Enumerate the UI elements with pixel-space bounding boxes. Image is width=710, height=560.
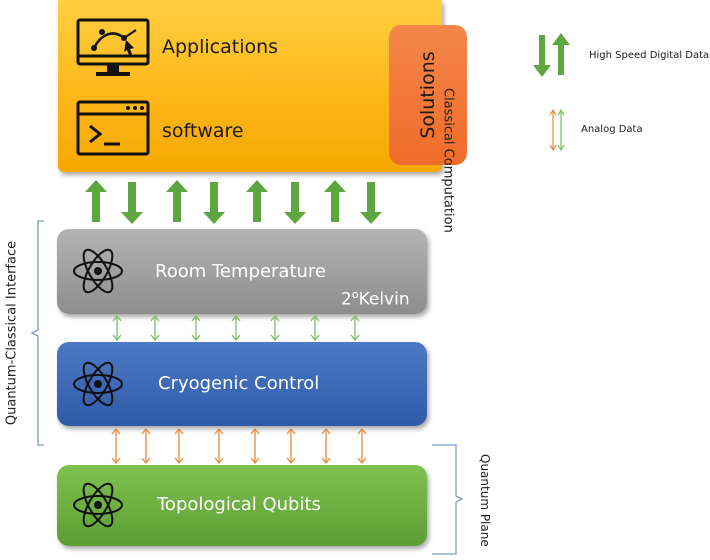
cryogenic-control-box: Cryogenic Control	[57, 342, 427, 426]
software-label: software	[162, 120, 244, 142]
analog-arrow	[270, 314, 280, 342]
digital-arrow-up	[246, 180, 268, 222]
analog-arrow	[321, 427, 331, 465]
legend-digital-arrows-icon	[533, 33, 570, 77]
analog-arrows-lower	[111, 427, 367, 465]
topological-qubits-box: Topological Qubits	[57, 465, 427, 546]
analog-arrow	[150, 314, 160, 342]
digital-arrow-down	[284, 182, 306, 224]
digital-arrow-down	[121, 182, 143, 224]
quantum-classical-interface-label: Quantum-Classical Interface	[4, 240, 20, 426]
analog-arrow	[357, 427, 367, 465]
analog-arrow	[310, 314, 320, 342]
digital-arrow-up	[324, 180, 346, 222]
quantum-plane-label: Quantum Plane	[478, 454, 492, 547]
analog-arrow	[250, 427, 260, 465]
atom-icon	[73, 248, 123, 294]
analog-arrow	[111, 427, 121, 465]
monitor-icon	[76, 18, 150, 76]
analog-arrow	[174, 427, 184, 465]
analog-arrows-upper	[112, 314, 360, 342]
legend-analog-label: Analog Data	[581, 124, 643, 135]
classical-computation-block: Applications software Solutions	[58, 0, 467, 172]
legend-digital-label: High Speed Digital Data	[589, 50, 710, 61]
analog-arrow	[112, 314, 122, 342]
interface-bracket	[30, 220, 44, 446]
analog-arrow	[191, 314, 201, 342]
digital-arrow-up	[166, 180, 188, 222]
legend-analog-arrows-icon	[549, 108, 565, 152]
solutions-box: Solutions	[389, 25, 467, 165]
solutions-label: Solutions	[417, 51, 439, 139]
cryogenic-control-label: Cryogenic Control	[158, 373, 320, 394]
digital-arrow-down	[203, 182, 225, 224]
room-temperature-box: Room Temperature 2oKelvin	[57, 229, 427, 314]
analog-arrow	[214, 427, 224, 465]
analog-arrow	[286, 427, 296, 465]
applications-label: Applications	[162, 36, 279, 58]
classical-computation-label: Classical Computation	[440, 88, 456, 233]
atom-icon	[73, 361, 123, 407]
analog-arrow	[231, 314, 241, 342]
room-temperature-label: Room Temperature	[155, 261, 326, 282]
topological-qubits-label: Topological Qubits	[157, 494, 321, 515]
kelvin-label: 2oKelvin	[341, 288, 410, 310]
quantum-plane-bracket	[432, 444, 464, 555]
digital-arrow-up	[85, 180, 107, 222]
digital-arrows	[85, 180, 382, 224]
atom-icon	[73, 482, 123, 528]
degree-symbol: o	[351, 288, 359, 301]
kelvin-unit: Kelvin	[358, 289, 410, 310]
analog-arrow	[141, 427, 151, 465]
terminal-icon	[76, 100, 150, 156]
analog-arrow	[350, 314, 360, 342]
digital-arrow-down	[360, 182, 382, 224]
kelvin-value: 2	[341, 289, 352, 310]
